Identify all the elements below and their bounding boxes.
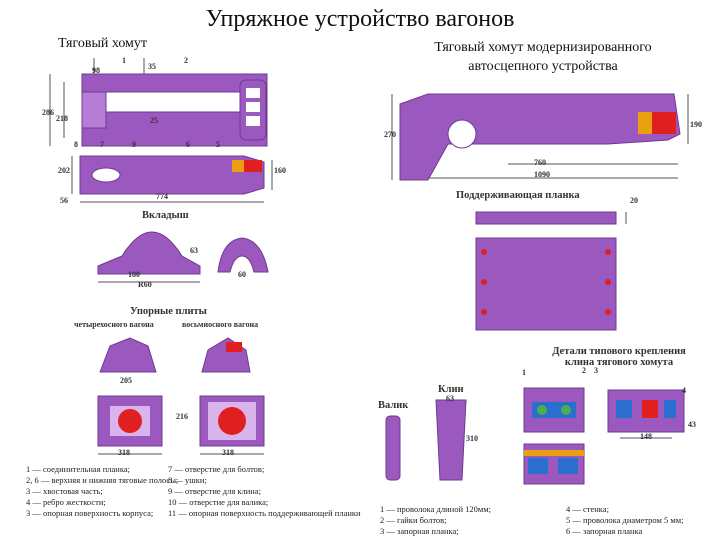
part-number-r4: 4: [682, 386, 686, 395]
legend-right-a-item: 2 — гайки болтов;: [380, 515, 447, 525]
dim-318-left: 318: [118, 448, 130, 457]
yoke-side-view: [79, 155, 265, 195]
right-heading-line2: автосцепного устройства: [468, 59, 618, 74]
part-number-2: 2: [184, 56, 188, 65]
dim-160: 160: [274, 166, 286, 175]
modern-yoke-drawing: [391, 93, 689, 181]
label-detali: Детали типового крепления клина тягового…: [534, 346, 704, 368]
right-heading: Тяговый хомут модернизированного автосце…: [378, 38, 708, 76]
legend-left-item: 1 — соединительная планка;: [26, 464, 130, 474]
legend-right-b-item: 4 — стенка;: [566, 504, 609, 514]
dim-63: 63: [190, 246, 198, 255]
yoke-drawing: [49, 58, 273, 203]
dim-35: 35: [148, 62, 156, 71]
part-number-7: 7: [100, 140, 104, 149]
label-klin: Клин: [438, 384, 464, 395]
part-number-5: 5: [216, 140, 220, 149]
label-detali-line1: Детали типового крепления: [552, 346, 686, 357]
thrust-plates-drawing: [97, 337, 265, 455]
legend-left-item: 2, 6 — верхняя и нижняя тяговые полосы;: [26, 475, 179, 485]
legend-right-a: 1 — проволока длиной 120мм; 2 — гайки бо…: [380, 504, 550, 537]
legend-mid-item: 8 — ушки;: [168, 475, 207, 485]
dim-270: 270: [384, 130, 396, 139]
dim-1090: 1090: [534, 170, 550, 179]
page-title: Упряжное устройство вагонов: [205, 6, 515, 32]
label-eight-axle: восьмиосного вагона: [182, 320, 259, 329]
dim-190: 190: [690, 120, 702, 129]
dim-310: 310: [466, 434, 478, 443]
dim-25: 25: [150, 116, 158, 125]
legend-left: 1 — соединительная планка; 2, 6 — верхня…: [26, 464, 179, 519]
label-upornye-plity: Упорные плиты: [130, 306, 207, 317]
dim-216: 216: [176, 412, 188, 421]
dim-60: 60: [238, 270, 246, 279]
insert-drawing: [97, 231, 269, 283]
legend-right-a-item: 3 — запорная планка;: [380, 526, 459, 536]
legend-mid-item: 9 — отверстие для клина;: [168, 486, 261, 496]
label-detali-line2: клина тягового хомута: [564, 357, 674, 368]
dim-774: 774: [156, 192, 168, 201]
support-plate-drawing: [475, 211, 627, 331]
legend-mid: 7 — отверстие для болтов; 8 — ушки; 9 — …: [168, 464, 361, 519]
legend-left-item: 3 — хвостовая часть;: [26, 486, 103, 496]
part-number-r1: 1: [522, 368, 526, 377]
label-podderzh-planka: Поддерживающая планка: [456, 190, 580, 201]
dim-43: 43: [688, 420, 696, 429]
part-number-1: 1: [122, 56, 126, 65]
legend-left-item: 4 — ребро жесткости;: [26, 497, 106, 507]
dim-760: 760: [534, 158, 546, 167]
dim-20: 20: [630, 196, 638, 205]
dim-205: 205: [120, 376, 132, 385]
legend-mid-item: 10 — отверстие для валика;: [168, 497, 269, 507]
label-four-axle: четырехосного вагона: [74, 320, 154, 329]
legend-right-b-item: 6 — запорная планка: [566, 526, 643, 536]
label-valik: Валик: [378, 400, 409, 411]
dim-180: 180: [128, 270, 140, 279]
part-number-9: 9: [132, 140, 136, 149]
legend-right-b: 4 — стенка; 5 — проволока диаметром 5 мм…: [566, 504, 716, 537]
fastening-drawing: [385, 387, 685, 485]
dim-56: 56: [60, 196, 68, 205]
dim-218: 218: [56, 114, 68, 123]
dim-286: 286: [42, 108, 54, 117]
part-number-6: 6: [186, 140, 190, 149]
dim-r60: R60: [138, 280, 152, 289]
legend-right-a-item: 1 — проволока длиной 120мм;: [380, 504, 491, 514]
legend-left-item: 3 — опорная поверхность корпуса;: [26, 508, 154, 518]
legend-right-b-item: 5 — проволока диаметром 5 мм;: [566, 515, 684, 525]
yoke-top-view: [81, 73, 268, 147]
dim-148: 148: [640, 432, 652, 441]
part-number-8: 8: [74, 140, 78, 149]
dim-98: 98: [92, 66, 100, 75]
right-heading-line1: Тяговый хомут модернизированного: [434, 40, 652, 55]
label-vkladysh: Вкладыш: [142, 210, 189, 221]
dim-klin-width: 63: [446, 394, 454, 403]
dim-318-right: 318: [222, 448, 234, 457]
dim-202: 202: [58, 166, 70, 175]
part-number-r3: 3: [594, 366, 598, 375]
legend-mid-item: 11 — опорная поверхность поддерживающей …: [168, 508, 361, 518]
part-number-r2: 2: [582, 366, 586, 375]
legend-mid-item: 7 — отверстие для болтов;: [168, 464, 265, 474]
left-heading: Тяговый хомут: [58, 36, 148, 51]
